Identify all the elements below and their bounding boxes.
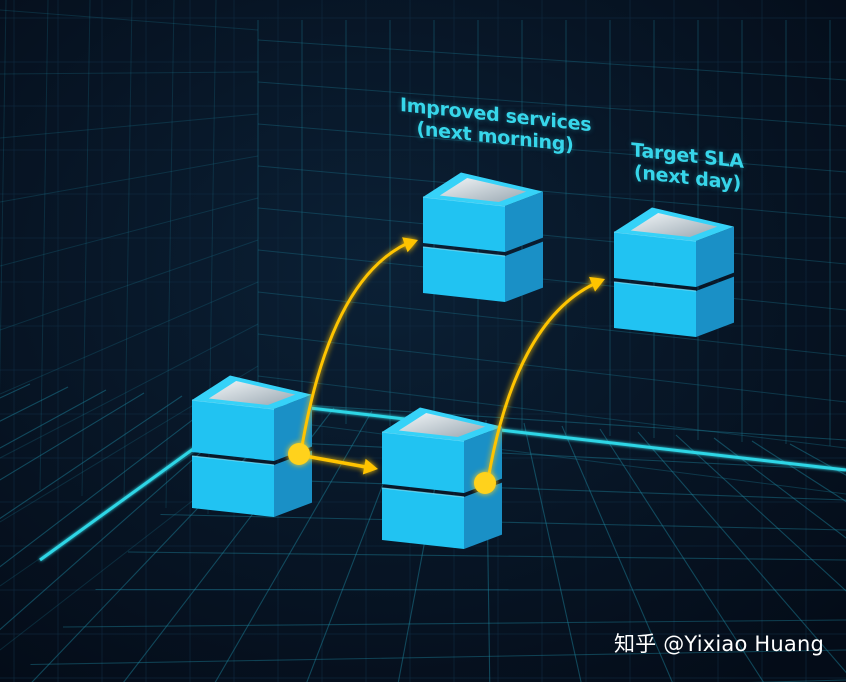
intermediate-service-box: [381, 407, 502, 550]
wall-grid-line: [257, 333, 846, 403]
box-edge: [422, 246, 506, 257]
wall-grid-line: [39, 0, 49, 491]
box-top-inner: [439, 177, 527, 203]
box-top-inner: [208, 380, 296, 406]
arrow-head-intermediate: [362, 458, 378, 475]
wall-grid-line: [257, 165, 846, 219]
box-front-face: [614, 232, 696, 288]
floor-grid-line: [0, 389, 107, 449]
wall-grid-line: [0, 323, 259, 459]
floor-grid-line: [0, 395, 183, 520]
wall-grid-line: [0, 155, 259, 203]
wall-grid-line: [0, 197, 259, 267]
box-edge: [613, 281, 697, 292]
floor-grid-line: [751, 440, 846, 503]
floor-grid-line: [713, 437, 846, 539]
box-front-face: [423, 247, 505, 303]
box-side-face: [696, 276, 734, 338]
wall-grid-line: [0, 9, 259, 31]
box-side-face: [696, 226, 734, 288]
floor-grid-line: [62, 619, 846, 628]
arrow-to-intermediate: [304, 454, 367, 469]
floor-grid-line: [523, 422, 582, 682]
wall-grid-line: [0, 281, 259, 395]
floor-grid-line: [225, 438, 846, 471]
floor-grid-line: [0, 392, 145, 481]
floor-grid-line: [30, 649, 846, 666]
floor-grid-line: [0, 398, 221, 568]
horizontal-axis: [257, 400, 846, 472]
wall-grid-line: [257, 123, 846, 173]
wall-grid-line: [257, 291, 846, 357]
box-top-inner: [630, 212, 718, 238]
box-front-face: [382, 432, 464, 494]
floor-grid-line: [561, 425, 673, 682]
floor-grid-line: [599, 428, 765, 682]
box-side-face: [464, 482, 502, 550]
wall-grid-line: [0, 239, 259, 331]
start-dot-current: [288, 443, 310, 465]
arrow-to-improved: [299, 241, 409, 453]
wall-grid-line: [81, 0, 91, 497]
wall-grid-line: [0, 0, 7, 394]
floor-grid-line: [675, 434, 846, 592]
box-edge: [191, 455, 275, 466]
floor-grid-line: [127, 551, 846, 561]
arrow-head-target: [589, 276, 605, 292]
wall-grid-line: [257, 81, 846, 127]
wall-grid-line: [257, 417, 846, 495]
box-front-face: [423, 197, 505, 253]
wall-grid-line: [165, 0, 175, 509]
floor-grid-line: [214, 410, 373, 682]
box-top-inner: [398, 412, 486, 438]
box-edge: [381, 487, 465, 498]
floor-grid-line: [257, 401, 846, 441]
box-front-face: [382, 488, 464, 550]
arrow-to-target: [486, 282, 595, 481]
floor-grid-line: [95, 588, 846, 591]
target-sla-box: [613, 207, 734, 338]
box-front-face: [614, 282, 696, 338]
box-side-face: [505, 191, 543, 253]
arrow-head-improved: [402, 237, 418, 253]
improved-service-box: [422, 172, 543, 303]
wall-grid-line: [0, 113, 259, 139]
current-service-box: [191, 375, 312, 518]
wall-grid-line: [0, 71, 259, 75]
box-side-face: [505, 241, 543, 303]
wall-grid-line: [257, 207, 846, 265]
box-front-face: [192, 400, 274, 462]
box-side-face: [274, 450, 312, 518]
wall-grid-line: [257, 249, 846, 311]
box-front-face: [192, 456, 274, 518]
wall-grid-line: [123, 0, 133, 503]
watermark: 知乎 @Yixiao Huang: [613, 632, 824, 656]
arrows: [288, 237, 605, 494]
wall-grid-line: [257, 375, 846, 449]
floor-grid-line: [637, 431, 846, 674]
wall-grid-line: [257, 39, 846, 81]
start-dot-intermediate: [474, 472, 496, 494]
floor-grid-line: [160, 513, 846, 531]
